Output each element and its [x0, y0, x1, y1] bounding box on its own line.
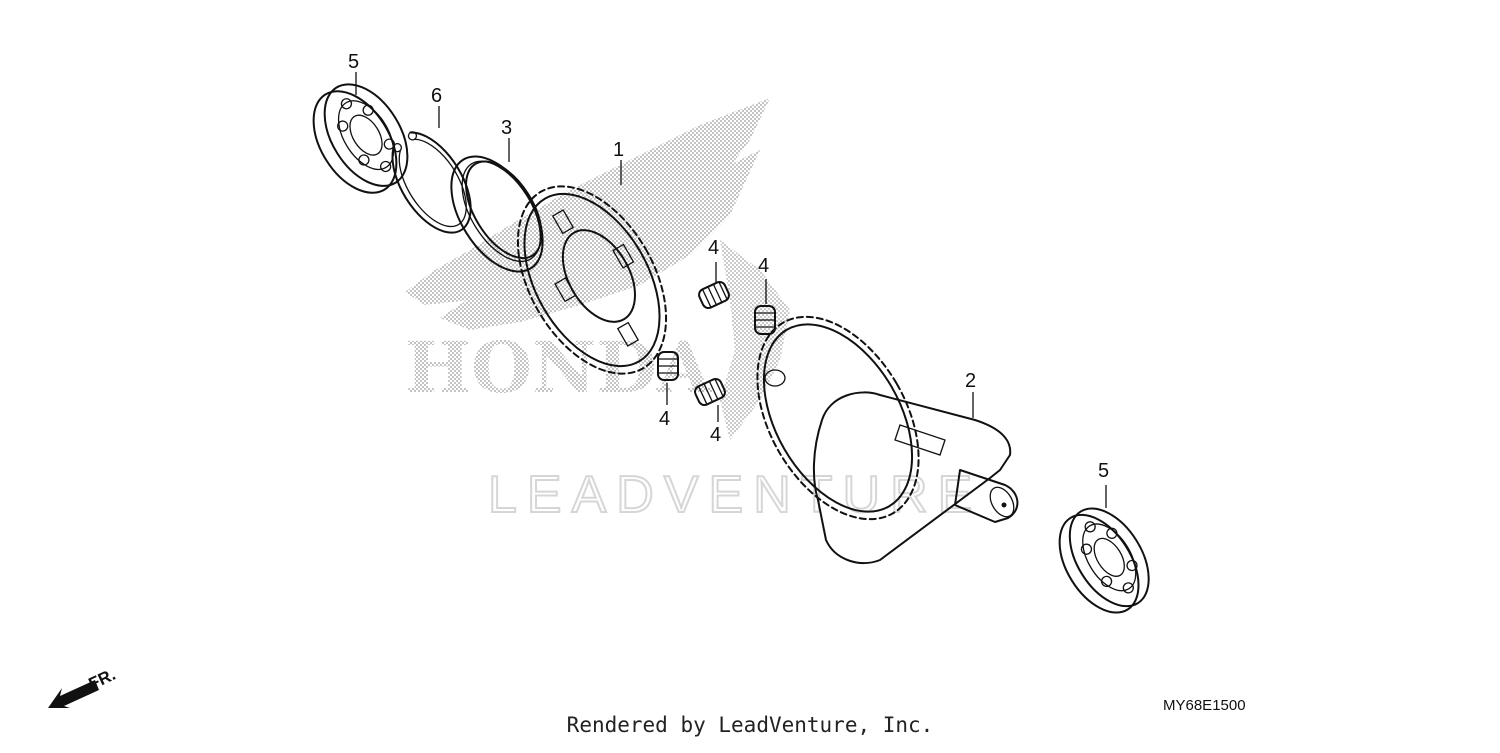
- callout-4-b: 4: [758, 255, 769, 277]
- callout-4-c: 4: [659, 408, 670, 430]
- callout-4-a: 4: [708, 237, 719, 259]
- ball-bearing-bottom: [1058, 507, 1150, 614]
- callout-4-d: 4: [710, 424, 721, 446]
- leadventure-watermark-text: LEADVENTURE: [488, 466, 982, 524]
- damper-spring-b: [754, 305, 776, 335]
- callout-3: 3: [501, 117, 512, 139]
- damper-spring-c: [657, 351, 679, 381]
- balancer-driven-gear: [516, 185, 668, 375]
- thrust-washer: [450, 155, 544, 273]
- front-arrow-icon: [48, 680, 99, 708]
- render-credit: Rendered by LeadVenture, Inc.: [566, 713, 934, 737]
- diagram-code: MY68E1500: [1163, 697, 1246, 714]
- circlip: [391, 131, 472, 234]
- callout-6: 6: [431, 85, 442, 107]
- honda-wing-watermark: [405, 98, 790, 440]
- callout-5-top: 5: [348, 51, 359, 73]
- balancer-shaft: [756, 315, 1019, 565]
- ball-bearing-top: [312, 83, 409, 194]
- damper-spring-d: [694, 377, 726, 407]
- callout-5-bottom: 5: [1098, 460, 1109, 482]
- callout-2: 2: [965, 370, 976, 392]
- callout-1: 1: [613, 139, 624, 161]
- damper-spring-a: [698, 280, 730, 310]
